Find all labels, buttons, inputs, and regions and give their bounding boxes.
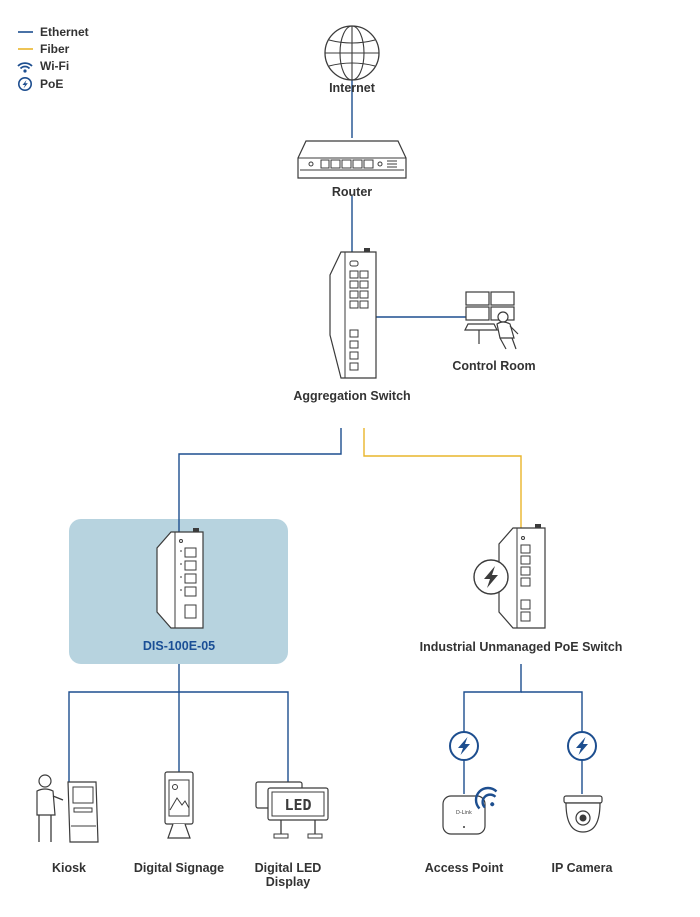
poe-switch-poe-icon (473, 559, 509, 595)
legend-poe-label: PoE (40, 77, 63, 91)
access-point-poe-icon (449, 731, 479, 761)
legend-ethernet-label: Ethernet (40, 25, 89, 39)
digital-signage-icon (164, 771, 194, 839)
router-icon (297, 140, 407, 179)
access-point-brand: D-Link (456, 810, 472, 816)
legend-fiber-label: Fiber (40, 42, 70, 56)
digital-led-label-line1: Digital LED (255, 861, 322, 875)
digital-signage-label: Digital Signage (134, 861, 224, 875)
access-point-icon: D-Link (442, 795, 486, 835)
link-aggregation-dis (178, 428, 342, 532)
kiosk-label: Kiosk (52, 861, 86, 875)
poe-switch-icon (498, 524, 546, 629)
poe-switch-label: Industrial Unmanaged PoE Switch (420, 640, 623, 654)
dis-switch-label: DIS-100E-05 (143, 639, 215, 653)
aggregation-switch-label: Aggregation Switch (293, 389, 410, 403)
wifi-icon (17, 62, 33, 73)
aggregation-switch-icon (329, 248, 377, 379)
legend-wifi-label: Wi-Fi (40, 59, 69, 73)
digital-led-label-line2: Display (266, 875, 311, 889)
poe-icon (18, 77, 32, 91)
ip-camera-icon (563, 795, 603, 833)
access-point-label: Access Point (425, 861, 504, 875)
link-poe-access-point (463, 664, 522, 794)
led-screen-text: LED (284, 796, 311, 814)
link-aggregation-poe-fiber (363, 428, 522, 528)
router-label: Router (332, 185, 372, 199)
internet-globe-icon (324, 25, 380, 81)
access-point-wifi-icon (474, 786, 498, 810)
kiosk-icon (36, 774, 99, 843)
ip-camera-label: IP Camera (552, 861, 614, 875)
control-room-label: Control Room (452, 359, 535, 373)
ip-camera-poe-icon (567, 731, 597, 761)
led-display-icon: LED (255, 781, 329, 839)
dis-switch-icon (156, 528, 204, 629)
link-dis-kiosk (68, 691, 179, 782)
connections (68, 80, 583, 794)
control-room-icon (464, 291, 519, 350)
internet-label: Internet (329, 81, 376, 95)
link-dis-led (179, 691, 289, 782)
legend: Ethernet Fiber Wi-Fi PoE (17, 25, 89, 91)
